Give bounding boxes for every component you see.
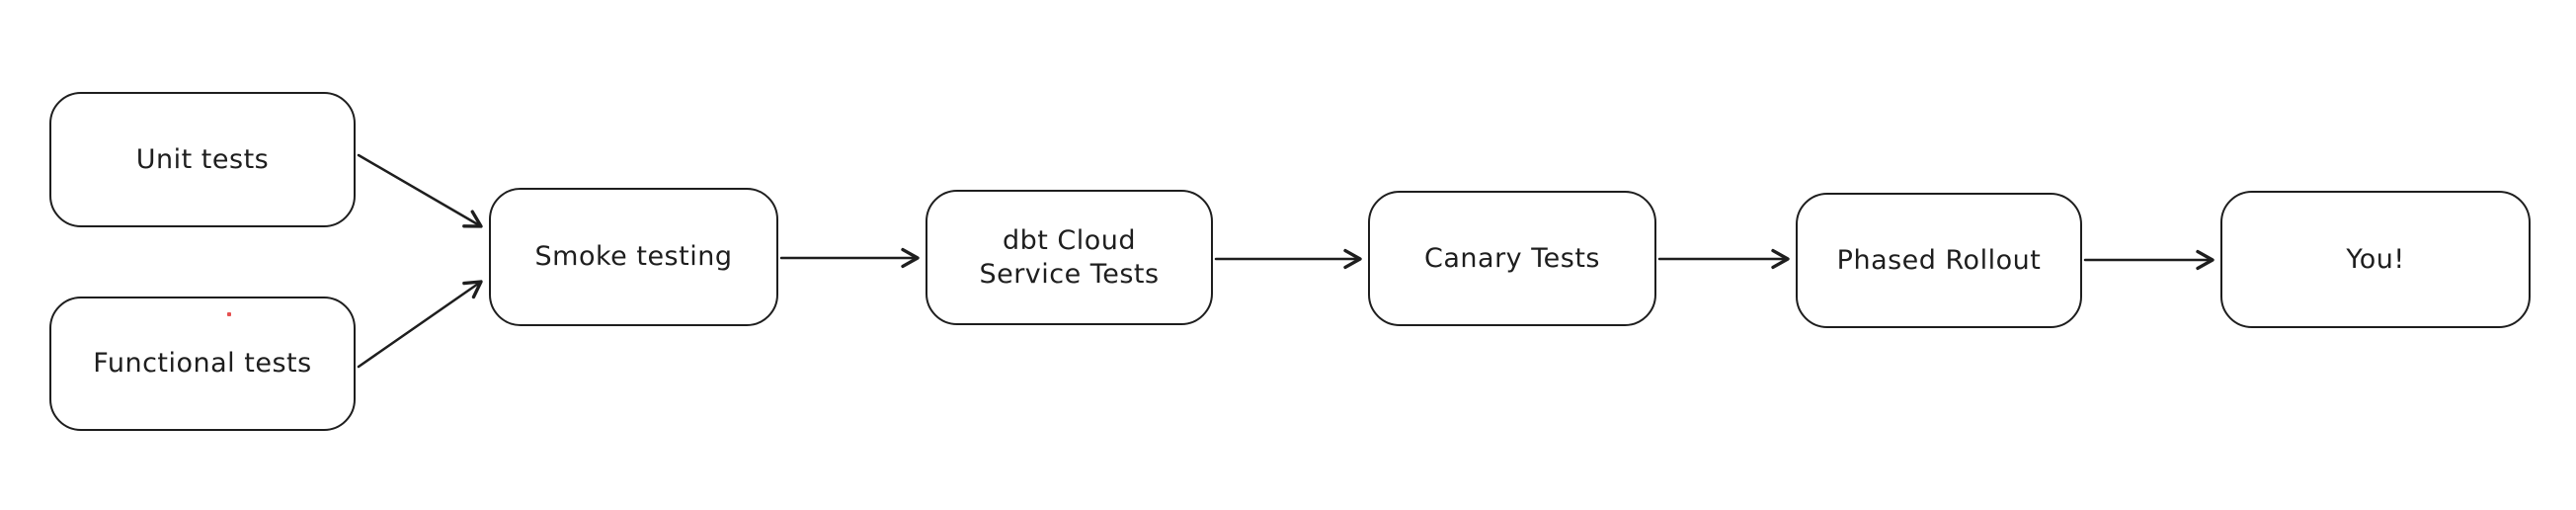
node-unit-tests-label: Unit tests <box>135 143 270 175</box>
stray-red-dot-artifact <box>227 312 231 316</box>
node-functional-tests: Functional tests <box>49 297 356 431</box>
node-dbt-cloud-service-tests: dbt Cloud Service Tests <box>926 190 1213 325</box>
node-smoke-testing: Smoke testing <box>489 188 778 326</box>
node-phased-rollout-label: Phased Rollout <box>1836 244 2042 276</box>
node-functional-tests-label: Functional tests <box>93 348 312 380</box>
edge-functional-tests-to-smoke-testing <box>357 280 483 369</box>
node-smoke-testing-label: Smoke testing <box>534 241 733 273</box>
node-canary-tests: Canary Tests <box>1368 191 1656 326</box>
node-you: You! <box>2220 191 2531 328</box>
node-phased-rollout: Phased Rollout <box>1796 193 2082 328</box>
node-you-label: You! <box>2346 243 2405 275</box>
node-unit-tests: Unit tests <box>49 92 356 227</box>
node-canary-tests-label: Canary Tests <box>1424 242 1600 274</box>
edge-unit-tests-to-smoke-testing <box>357 153 483 228</box>
node-dbt-cloud-service-tests-label: dbt Cloud Service Tests <box>979 224 1160 290</box>
